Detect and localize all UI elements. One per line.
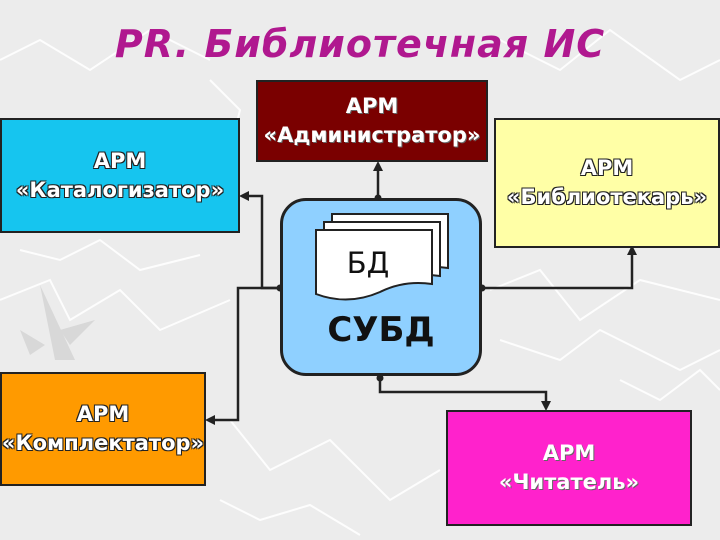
- node-admin: АРМ «Администратор»: [256, 80, 488, 162]
- dbms-label: СУБД: [327, 310, 435, 350]
- connector-librarian: [482, 245, 637, 290]
- db-label: БД: [346, 246, 390, 280]
- node-admin-line2: «Администратор»: [263, 123, 481, 147]
- page-title: PR. Библиотечная ИС: [114, 22, 606, 66]
- node-reader-line1: АРМ: [542, 441, 596, 465]
- node-acquisitions-line2: «Комплектатор»: [1, 431, 205, 455]
- node-cataloger-line1: АРМ: [93, 148, 147, 173]
- node-reader-line2: «Читатель»: [498, 470, 640, 494]
- node-admin-line1: АРМ: [345, 94, 399, 118]
- connector-acquisitions: [205, 286, 280, 425]
- node-librarian: АРМ «Библиотекарь»: [494, 118, 720, 248]
- node-librarian-line1: АРМ: [580, 156, 634, 180]
- node-reader: АРМ «Читатель»: [446, 410, 692, 526]
- node-cataloger-line2: «Каталогизатор»: [15, 177, 225, 202]
- node-acquisitions: АРМ «Комплектатор»: [0, 372, 206, 486]
- node-cataloger: АРМ «Каталогизатор»: [0, 118, 240, 233]
- connector-reader: [378, 376, 551, 411]
- node-librarian-line2: «Библиотекарь»: [506, 185, 708, 209]
- node-acquisitions-line1: АРМ: [76, 402, 130, 426]
